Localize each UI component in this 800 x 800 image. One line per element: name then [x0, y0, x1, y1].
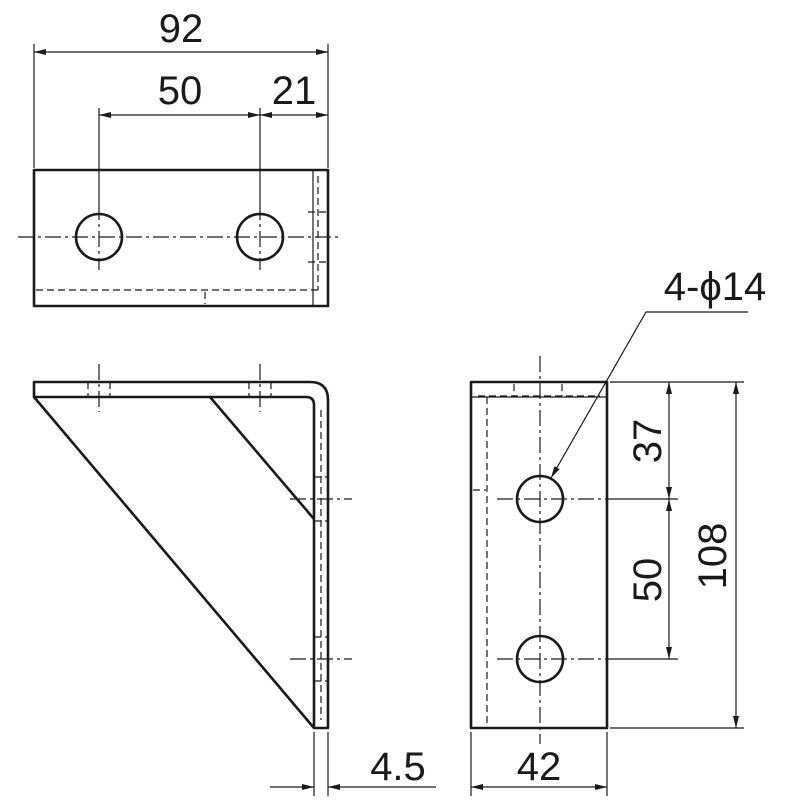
front-view-outline: [32, 380, 330, 730]
dimension-label-50-side: 50: [626, 558, 670, 603]
dimension-label-92: 92: [159, 7, 204, 51]
top-view-outline: [32, 168, 330, 308]
front-view-hidden-lines: [87, 382, 328, 720]
front-view: [32, 364, 352, 730]
hole-callout-label: 4-ϕ14: [664, 265, 766, 309]
dimension-label-50-top: 50: [158, 69, 203, 113]
top-view-hidden-lines: [36, 176, 319, 304]
hole-callout: 4-ϕ14: [550, 265, 766, 479]
dimension-label-42: 42: [517, 745, 562, 789]
top-view-dimensions: 92 50 21: [33, 7, 329, 204]
dimension-label-21: 21: [272, 69, 317, 113]
side-view-hidden-lines: [478, 384, 600, 726]
leader-line: [550, 311, 748, 479]
front-view-inner-corner: [34, 395, 316, 728]
dimension-label-37: 37: [626, 419, 670, 464]
side-view: [469, 356, 610, 744]
side-view-outline: [469, 380, 609, 730]
dimension-label-108: 108: [691, 523, 735, 590]
thickness-dimension: 4.5: [270, 732, 436, 796]
side-view-dimensions: 37 50 108 42: [470, 381, 744, 796]
dimension-label-4-5: 4.5: [370, 745, 426, 789]
top-view: [18, 168, 342, 308]
